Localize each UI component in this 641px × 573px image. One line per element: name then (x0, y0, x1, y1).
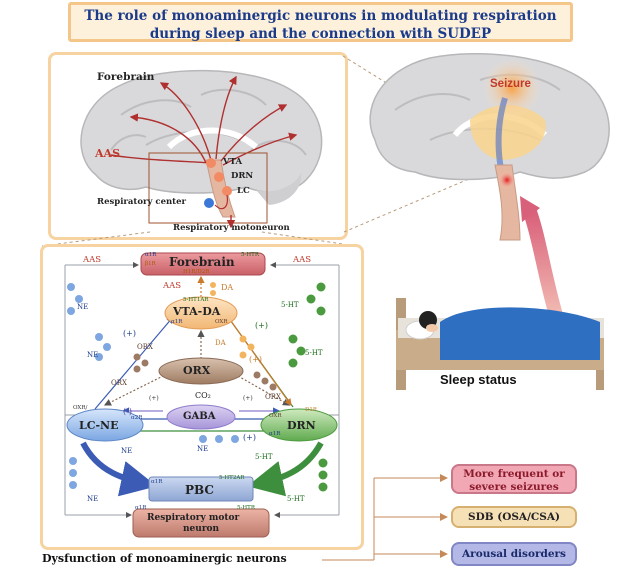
vta-receptor-oxr: OXR (215, 319, 228, 325)
gaba-node: GABA (183, 411, 216, 422)
seizure-label: Seizure (490, 78, 531, 90)
outcome-seizures: More frequent or severe seizures (451, 464, 577, 494)
vta-label: VTA (223, 157, 243, 167)
ht-label-1: 5-HT (281, 301, 299, 309)
vta-receptor-5ht1ar: 5-HT1AR (183, 297, 209, 303)
minus-label: (-) (123, 407, 132, 416)
ht-label-4: 5-HT (287, 495, 305, 503)
outcome-arousal-label: Arousal disorders (462, 548, 566, 560)
respiratory-center-label: Respiratory center (97, 197, 186, 207)
drn-receptor-oxr: OXR (269, 413, 282, 419)
lc-receptor-a2r: α2R (131, 415, 143, 421)
circuit-aas-right: AAS (293, 255, 312, 265)
plus-label-1: (+) (123, 329, 136, 338)
ne-label-1: NE (77, 303, 89, 311)
forebrain-receptor-b1r: β1R (145, 261, 156, 267)
circuit-aas-left: AAS (83, 255, 102, 265)
ne-label-2: NE (87, 351, 99, 359)
co2-label: CO₂ (195, 391, 211, 400)
ne-label-3: NE (121, 447, 133, 455)
drn-receptor-a1r: α1R (269, 431, 281, 437)
outcome-sdb-label: SDB (OSA/CSA) (468, 511, 560, 523)
orx-label-1: ORX (137, 343, 153, 351)
orx-node: ORX (183, 364, 211, 377)
plus-label-2: (+) (255, 321, 268, 330)
vta-da-node: VTA-DA (173, 305, 221, 318)
ne-label-5: NE (197, 445, 209, 453)
motor-receptor-5htr: 5-HTR (237, 505, 255, 511)
plus-label-3: (+) (249, 355, 262, 364)
motor-receptor-a1r: α1R (135, 505, 147, 511)
outcome-arousal: Arousal disorders (451, 542, 577, 566)
outcome-seizures-line-1: More frequent or (463, 468, 565, 480)
pbc-receptor-a1r: α1R (151, 479, 163, 485)
pbc-receptor-5ht2ar: 5-HT2AR (219, 475, 245, 481)
orx-label-3: ORX (265, 393, 281, 401)
title-line-1: The role of monoaminergic neurons in mod… (84, 8, 557, 24)
diagram-title: The role of monoaminergic neurons in mod… (68, 2, 573, 42)
plus-label-4: (+) (243, 433, 256, 442)
aas-label: AAS (95, 147, 121, 160)
da-mid-label: DA (215, 339, 226, 347)
circuit-forebrain-node: Forebrain (169, 255, 235, 269)
lc-receptor-oxr: OXR/ (73, 405, 88, 411)
ne-label-4: NE (87, 495, 99, 503)
vta-receptor-a1r: α1R (171, 319, 183, 325)
sleep-status-label: Sleep status (440, 372, 517, 387)
ht-label-3: 5-HT (255, 453, 273, 461)
forebrain-receptor-5htr: 5-HTR (241, 252, 259, 258)
circuit-illustration (64, 252, 340, 538)
forebrain-receptor-a1r: α1R (145, 252, 157, 258)
forebrain-receptor-h1r: H1R/D2R (183, 269, 210, 275)
orx-label-2: ORX (111, 379, 127, 387)
motor-neuron-line-2: neuron (183, 524, 220, 534)
circuit-aas-mid: AAS (163, 281, 182, 291)
plus-label-5: (+) (149, 395, 159, 402)
da-top-label: DA (221, 283, 234, 292)
ht-label-2: 5-HT (305, 349, 323, 357)
brain-sagittal-panel: Forebrain AAS VTA DRN LC Respiratory cen… (48, 52, 348, 240)
motor-neuron-line-1: Respiratory motor (147, 513, 240, 523)
dysfunction-label: Dysfunction of monoaminergic neurons (42, 552, 287, 565)
forebrain-label: Forebrain (97, 71, 155, 83)
lc-ne-node: LC-NE (79, 419, 119, 432)
outcome-seizures-line-2: severe seizures (469, 481, 559, 493)
drn-node: DRN (287, 419, 316, 432)
drn-label: DRN (231, 171, 254, 181)
plus-label-6: (+) (243, 395, 253, 402)
lc-label: LC (237, 186, 250, 196)
brain-illustration (80, 69, 323, 229)
pbc-node: PBC (185, 483, 214, 497)
title-line-2: during sleep and the connection with SUD… (149, 26, 492, 42)
outcome-sdb: SDB (OSA/CSA) (451, 506, 577, 528)
respiratory-motoneuron-label: Respiratory motoneuron (173, 223, 290, 233)
circuit-panel: Forebrain α1R β1R 5-HTR H1R/D2R AAS AAS … (40, 244, 364, 550)
drn-receptor-d1r: D1R (305, 407, 318, 413)
